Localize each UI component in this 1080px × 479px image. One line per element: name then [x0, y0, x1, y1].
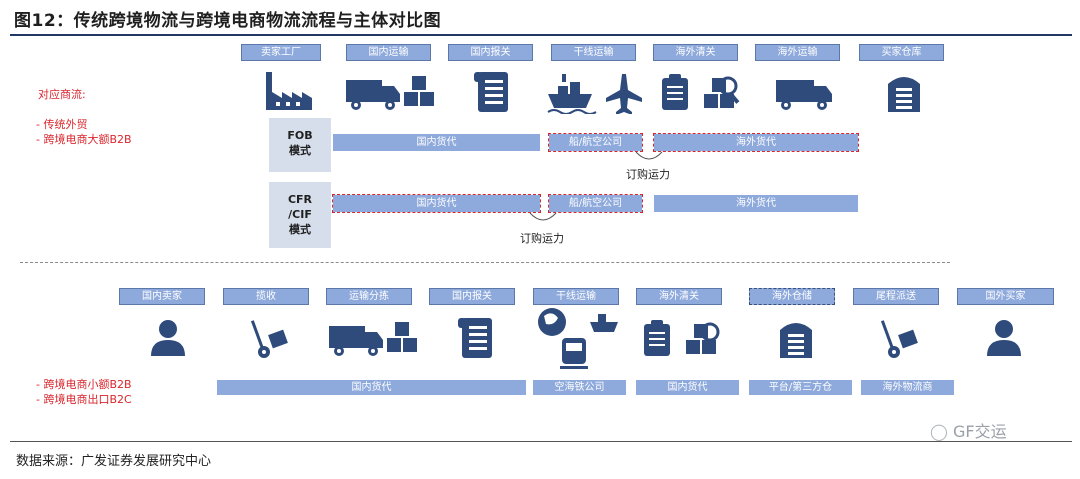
top-stage-overseas-customs: 海外清关: [653, 44, 738, 61]
bottom-stage-last-mile: 尾程派送: [853, 288, 939, 305]
cfr-overseas-forwarder-bar: 海外货代: [654, 195, 858, 212]
customs-document-icon: [474, 72, 508, 112]
bottom-legend-b2b-small: - 跨境电商小额B2B: [36, 378, 132, 391]
cfr-domestic-forwarder-bar: 国内货代: [332, 194, 541, 213]
top-legend-b2b-large: - 跨境电商大额B2B: [36, 133, 132, 146]
fob-overseas-forwarder-bar: 海外货代: [653, 133, 859, 152]
fob-label-top: FOB: [287, 129, 313, 142]
truck-boxes-icon: [346, 76, 434, 110]
hand-truck-icon-2: [880, 320, 918, 358]
top-stage-domestic-transport: 国内运输: [346, 44, 431, 61]
cfr-order-capacity-note: 订购运力: [520, 232, 564, 245]
top-stage-trunk-transport: 干线运输: [551, 44, 636, 61]
brand-text: GF交运: [953, 422, 1007, 441]
bottom-domestic-forwarder-bar-2: 国内货代: [636, 380, 739, 395]
figure-title: 图12：传统跨境物流与跨境电商物流流程与主体对比图: [14, 11, 442, 31]
bottom-domestic-forwarder-bar: 国内货代: [217, 380, 526, 395]
cfr-label-bottom: 模式: [289, 223, 311, 236]
delivery-truck-icon: [776, 80, 832, 110]
bottom-stage-overseas-warehouse: 海外仓储: [749, 288, 835, 305]
clearance-inspection-icon: [662, 74, 740, 110]
ship-plane-icon: [547, 74, 642, 114]
bottom-stage-pickup: 揽收: [223, 288, 309, 305]
fob-carrier-bar: 船/航空公司: [548, 133, 643, 152]
brand-watermark: ◯ GF交运: [930, 418, 1007, 442]
truck-boxes-icon-2: [329, 322, 417, 356]
fob-label-bottom: 模式: [289, 144, 311, 157]
bottom-stage-overseas-customs: 海外清关: [636, 288, 722, 305]
top-stage-domestic-customs: 国内报关: [448, 44, 533, 61]
top-legend-traditional-trade: - 传统外贸: [36, 118, 88, 131]
bottom-stage-domestic-seller: 国内卖家: [119, 288, 205, 305]
top-legend-title: 对应商流:: [38, 88, 86, 101]
cfr-carrier-bar: 船/航空公司: [548, 194, 643, 213]
bottom-overseas-logistics-bar: 海外物流商: [861, 380, 954, 395]
fob-connector-arc: [635, 151, 663, 160]
bottom-stage-domestic-customs: 国内报关: [429, 288, 515, 305]
top-stage-overseas-transport: 海外运输: [755, 44, 840, 61]
factory-icon: [266, 72, 312, 110]
fob-order-capacity-note: 订购运力: [626, 168, 670, 181]
fob-mode-label: FOB 模式: [269, 118, 331, 172]
cfr-mode-label: CFR /CIF 模式: [269, 182, 331, 248]
customs-document-icon-2: [458, 318, 492, 358]
wechat-icon: ◯: [930, 422, 948, 441]
bottom-air-sea-rail-bar: 空海铁公司: [533, 380, 626, 395]
clearance-inspection-icon-2: [644, 320, 720, 356]
fob-domestic-forwarder-bar: 国内货代: [333, 134, 540, 151]
cfr-connector-arc: [529, 212, 557, 221]
seller-person-icon: [151, 320, 185, 356]
bottom-legend-b2c-export: - 跨境电商出口B2C: [36, 393, 132, 406]
cfr-label-top: CFR: [287, 193, 313, 206]
bottom-platform-warehouse-bar: 平台/第三方仓: [749, 380, 852, 395]
bottom-stage-sorting: 运输分拣: [326, 288, 412, 305]
buyer-person-icon: [987, 320, 1021, 356]
title-rule: [10, 34, 1072, 36]
top-stage-seller-factory: 卖家工厂: [241, 44, 321, 61]
bottom-stage-trunk-transport: 干线运输: [533, 288, 619, 305]
section-separator: [20, 262, 950, 263]
bottom-stage-foreign-buyer: 国外买家: [957, 288, 1054, 305]
footer-rule: [10, 441, 1072, 442]
warehouse-icon: [888, 77, 920, 112]
hand-truck-icon: [250, 320, 288, 358]
globe-ship-train-icon: [538, 308, 618, 369]
warehouse-icon-2: [780, 323, 812, 358]
top-stage-buyer-warehouse: 买家仓库: [859, 44, 944, 61]
source-note: 数据来源：广发证券发展研究中心: [16, 454, 212, 469]
cfr-label-mid: /CIF: [288, 208, 312, 221]
